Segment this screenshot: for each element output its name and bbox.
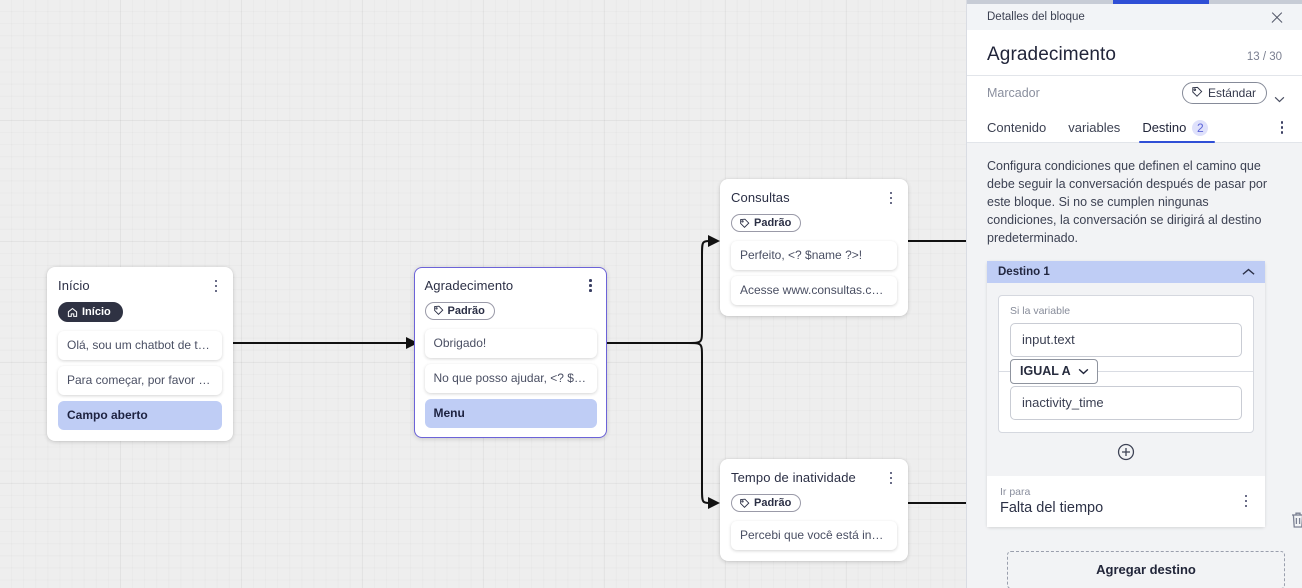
node-tag-label: Padrão [447, 304, 485, 317]
node-tag-badge[interactable]: Padrão [731, 494, 802, 512]
condition-label: Si la variable [1010, 304, 1071, 317]
marker-chip[interactable]: Estándar [1181, 82, 1267, 104]
tag-icon [1191, 86, 1203, 101]
node-message[interactable]: Olá, sou um chatbot de teste! [58, 331, 222, 360]
flow-node-consultas[interactable]: Consultas Padrão Perfeito, <? $name ?>! … [720, 179, 908, 316]
flow-node-agradecimento[interactable]: Agradecimento Padrão Obrigado! No que po… [414, 267, 607, 438]
goto-text-group: Ir para Falta del tiempo [1000, 486, 1103, 516]
destination-card: Destino 1 Si la variable input.text [987, 260, 1265, 527]
node-message[interactable]: No que posso ajudar, <? $name ... [424, 363, 597, 393]
add-condition-row [998, 433, 1254, 466]
tab-label: Contenido [987, 120, 1047, 136]
close-icon[interactable] [1269, 9, 1285, 25]
node-menu-icon[interactable] [208, 277, 224, 295]
node-message[interactable]: Obrigado! [424, 328, 597, 358]
chevron-up-icon[interactable] [1242, 263, 1255, 281]
destination-description: Configura condiciones que definen el cam… [987, 158, 1268, 245]
marker-label: Marcador [987, 86, 1040, 100]
character-count: 13 / 30 [1246, 51, 1282, 63]
node-tag-badge[interactable]: Padrão [424, 301, 495, 320]
goto-menu-icon[interactable] [1238, 492, 1254, 510]
node-message[interactable]: Campo aberto [58, 401, 222, 430]
tab-contenido[interactable]: Contenido [987, 120, 1057, 142]
condition-box: Si la variable input.text IGUAL A [998, 294, 1254, 433]
goto-card[interactable]: Ir para Falta del tiempo [987, 475, 1265, 527]
flow-canvas[interactable]: Início Início Olá, sou um chatbot de tes… [0, 0, 966, 588]
node-menu-icon[interactable] [883, 469, 899, 487]
tab-destino[interactable]: Destino 2 [1131, 119, 1219, 143]
chevron-down-icon[interactable] [1274, 90, 1285, 102]
goto-label: Ir para [1000, 485, 1031, 498]
operator-select[interactable]: IGUAL A [1010, 358, 1098, 384]
condition-divider: IGUAL A [999, 357, 1253, 386]
node-message[interactable]: Menu [424, 398, 597, 428]
chevron-down-icon [1078, 364, 1089, 378]
tab-label: variables [1068, 120, 1121, 136]
destination-body: Si la variable input.text IGUAL A [987, 282, 1265, 476]
add-destination-button[interactable]: Agregar destino [1007, 550, 1285, 588]
tag-icon [739, 218, 750, 229]
panel-top-scrollbar-track[interactable] [967, 0, 1302, 4]
panel-title-row: Agradecimento 13 / 30 [967, 30, 1302, 75]
flow-node-inicio[interactable]: Início Início Olá, sou um chatbot de tes… [47, 267, 233, 441]
node-header: Agradecimento [425, 277, 597, 295]
node-tag-badge[interactable]: Padrão [731, 214, 802, 232]
marker-row: Marcador Estándar [967, 75, 1302, 113]
node-header: Início [58, 277, 222, 295]
block-title[interactable]: Agradecimento [987, 44, 1117, 65]
node-menu-icon[interactable] [583, 277, 599, 295]
flow-node-tempo-de-inatividade[interactable]: Tempo de inatividade Padrão Percebi que … [720, 459, 908, 561]
node-message[interactable]: Para começar, por favor digite o ... [58, 366, 222, 395]
comparison-input[interactable]: inactivity_time [1010, 385, 1242, 420]
destination-header[interactable]: Destino 1 [987, 260, 1265, 283]
node-message[interactable]: Percebi que você está inativo. C... [731, 521, 897, 550]
node-message-list: Percebi que você está inativo. C... [731, 521, 897, 550]
node-title: Consultas [731, 190, 790, 205]
node-tag-label: Início [82, 306, 111, 318]
node-menu-icon[interactable] [883, 189, 899, 207]
node-title: Agradecimento [424, 277, 514, 293]
goto-value: Falta del tiempo [1000, 499, 1104, 516]
node-header: Tempo de inatividade [731, 469, 897, 487]
node-message-list: Olá, sou um chatbot de teste! Para começ… [58, 331, 222, 430]
panel-top-scrollbar-thumb[interactable] [1113, 0, 1209, 4]
node-title: Início [58, 278, 90, 293]
marker-controls: Estándar [1181, 82, 1285, 104]
node-tag-badge[interactable]: Início [58, 302, 123, 322]
node-message-list: Perfeito, <? $name ?>! Acesse www.consul… [731, 241, 897, 305]
plus-circle-icon[interactable] [1116, 442, 1136, 462]
variable-input[interactable]: input.text [1010, 322, 1242, 357]
marker-chip-label: Estándar [1207, 86, 1256, 100]
tab-label: Destino [1142, 120, 1187, 136]
panel-header-title: Detalles del bloque [987, 11, 1085, 23]
tab-badge-count: 2 [1192, 119, 1209, 136]
panel-menu-icon[interactable] [1274, 118, 1290, 136]
tag-icon [433, 305, 444, 316]
node-tag-label: Padrão [754, 497, 792, 509]
node-tag-label: Padrão [754, 217, 792, 229]
tab-variables[interactable]: variables [1057, 120, 1131, 142]
node-message-list: Obrigado! No que posso ajudar, <? $name … [424, 328, 597, 428]
node-message[interactable]: Acesse www.consultas.com par... [731, 276, 897, 305]
home-icon [67, 307, 78, 318]
node-header: Consultas [731, 189, 897, 207]
trash-icon[interactable] [1290, 511, 1302, 529]
node-title: Tempo de inatividade [731, 470, 856, 485]
panel-header: Detalles del bloque [967, 4, 1302, 30]
panel-tabs: Contenido variables Destino 2 [967, 113, 1302, 143]
block-details-panel: Detalles del bloque Agradecimento 13 / 3… [966, 0, 1302, 588]
tag-icon [739, 498, 750, 509]
node-message[interactable]: Perfeito, <? $name ?>! [731, 241, 897, 270]
destination-header-label: Destino 1 [998, 265, 1050, 278]
panel-body: Configura condiciones que definen el cam… [967, 142, 1302, 588]
operator-label: IGUAL A [1020, 364, 1071, 379]
destination-section: Destino 1 Si la variable input.text [967, 260, 1302, 588]
